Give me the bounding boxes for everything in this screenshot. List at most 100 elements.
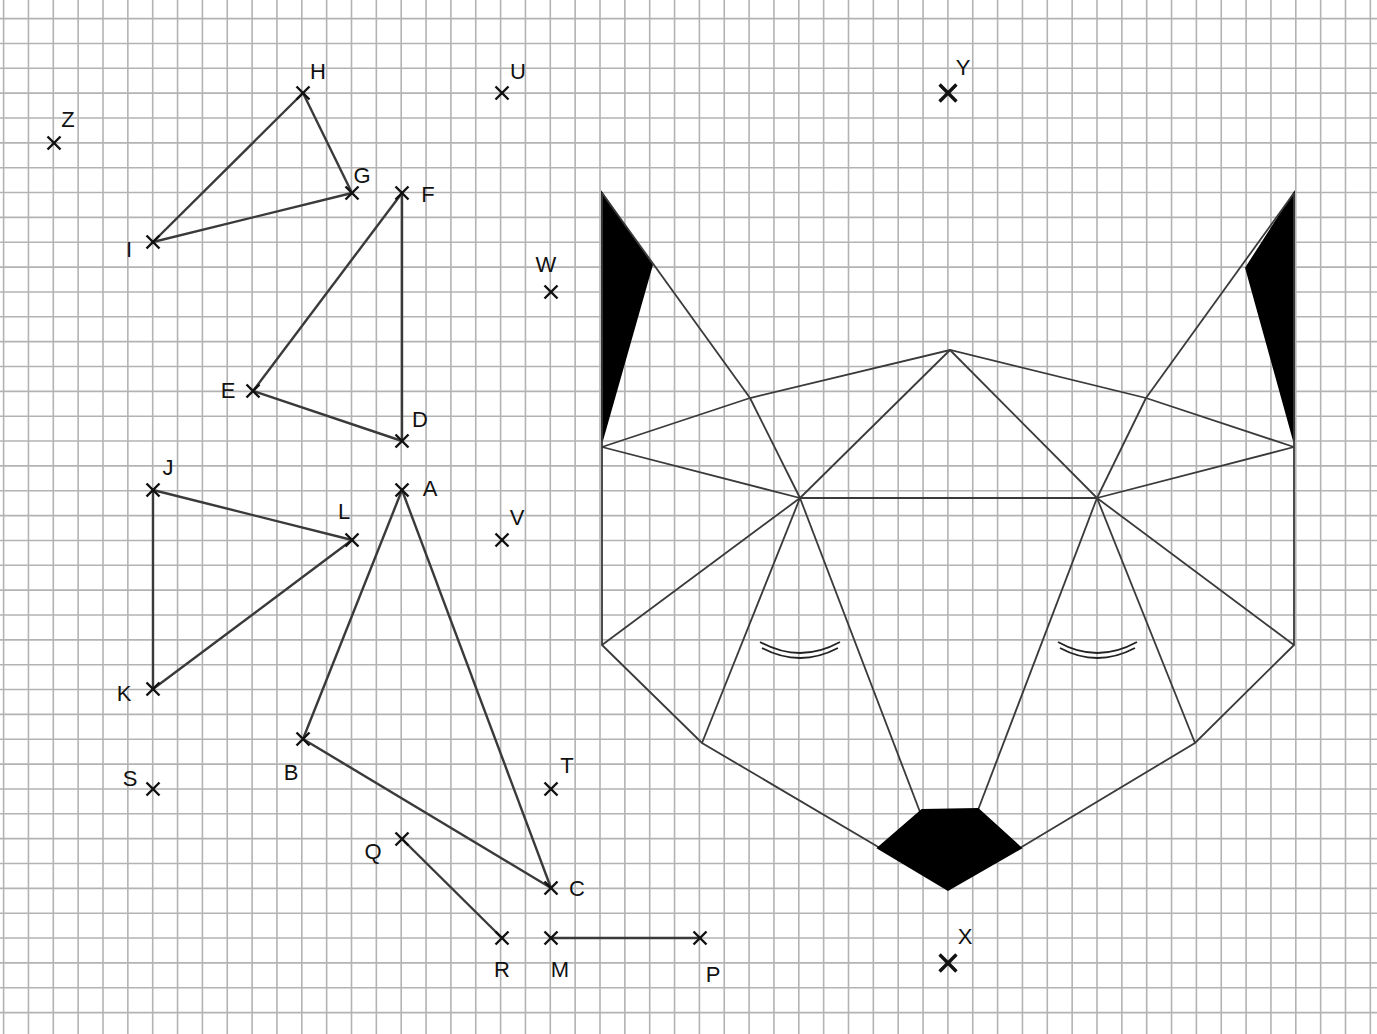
point-label: H bbox=[310, 61, 326, 83]
grid-line bbox=[0, 68, 1377, 70]
segment bbox=[253, 391, 402, 441]
point-label: Y bbox=[956, 57, 971, 79]
grid-line bbox=[0, 888, 1377, 890]
point-cross bbox=[940, 955, 957, 972]
segment bbox=[153, 490, 352, 540]
grid-line bbox=[1270, 0, 1272, 1034]
grid-line bbox=[0, 937, 1377, 939]
grid-line bbox=[226, 0, 228, 1034]
segment bbox=[551, 937, 700, 939]
grid-line bbox=[0, 515, 1377, 517]
grid-line bbox=[873, 0, 875, 1034]
point-cross bbox=[545, 783, 558, 796]
grid-line bbox=[0, 167, 1377, 169]
point-cross bbox=[545, 286, 558, 299]
point-cross bbox=[346, 187, 359, 200]
grid-line bbox=[798, 0, 800, 1034]
grid-line bbox=[0, 987, 1377, 989]
point-cross bbox=[396, 833, 409, 846]
point-label: V bbox=[510, 507, 525, 529]
point-label: M bbox=[551, 959, 569, 981]
grid-line bbox=[0, 639, 1377, 641]
point-cross bbox=[396, 187, 409, 200]
grid-line bbox=[748, 0, 750, 1034]
grid-line bbox=[202, 0, 204, 1034]
grid-line bbox=[0, 440, 1377, 442]
grid-line bbox=[400, 0, 402, 1034]
point-label: I bbox=[126, 239, 132, 261]
point-label: S bbox=[123, 768, 138, 790]
grid-line bbox=[0, 863, 1377, 865]
grid-line bbox=[425, 0, 427, 1034]
grid-line bbox=[997, 0, 999, 1034]
grid-line bbox=[52, 0, 54, 1034]
grid-line bbox=[1345, 0, 1347, 1034]
grid-line bbox=[0, 664, 1377, 666]
segment bbox=[152, 490, 154, 689]
point-cross bbox=[247, 385, 260, 398]
grid-line bbox=[0, 540, 1377, 542]
grid-line bbox=[3, 0, 5, 1034]
grid-line bbox=[0, 192, 1377, 194]
grid-line bbox=[0, 714, 1377, 716]
grid-line bbox=[0, 217, 1377, 219]
point-label: Z bbox=[61, 109, 74, 131]
grid-line bbox=[0, 465, 1377, 467]
grid-line bbox=[0, 117, 1377, 119]
grid-line bbox=[177, 0, 179, 1034]
grid-line bbox=[500, 0, 502, 1034]
segment bbox=[303, 739, 551, 888]
point-label: K bbox=[117, 683, 132, 705]
point-cross bbox=[940, 85, 957, 102]
grid-line bbox=[28, 0, 30, 1034]
grid-line bbox=[276, 0, 278, 1034]
grid-line bbox=[326, 0, 328, 1034]
grid-line bbox=[0, 341, 1377, 343]
grid-line bbox=[102, 0, 104, 1034]
point-label: P bbox=[706, 964, 721, 986]
grid-line bbox=[848, 0, 850, 1034]
grid-line bbox=[0, 564, 1377, 566]
grid-line bbox=[0, 813, 1377, 815]
grid-line bbox=[0, 1012, 1377, 1014]
grid-line bbox=[0, 788, 1377, 790]
grid-line bbox=[723, 0, 725, 1034]
segment bbox=[402, 490, 551, 888]
point-cross bbox=[694, 932, 707, 945]
point-label: Q bbox=[364, 841, 381, 863]
grid-line bbox=[0, 142, 1377, 144]
point-cross bbox=[147, 484, 160, 497]
grid-line bbox=[1320, 0, 1322, 1034]
grid-line bbox=[699, 0, 701, 1034]
point-label: T bbox=[560, 755, 573, 777]
grid-line bbox=[0, 241, 1377, 243]
grid-line bbox=[549, 0, 551, 1034]
point-label: W bbox=[536, 254, 557, 276]
grid-line bbox=[475, 0, 477, 1034]
grid-line bbox=[0, 18, 1377, 20]
point-label: A bbox=[423, 478, 438, 500]
grid-line bbox=[0, 43, 1377, 45]
segments bbox=[153, 93, 700, 938]
point-label: C bbox=[569, 878, 585, 900]
grid-line bbox=[1245, 0, 1247, 1034]
grid-line bbox=[1146, 0, 1148, 1034]
point-crosses bbox=[48, 85, 957, 972]
grid-line bbox=[674, 0, 676, 1034]
grid-line bbox=[77, 0, 79, 1034]
point-cross bbox=[545, 932, 558, 945]
segment bbox=[253, 193, 402, 391]
point-label: G bbox=[353, 165, 370, 187]
point-label: R bbox=[494, 959, 510, 981]
point-label: L bbox=[338, 501, 350, 523]
grid-line bbox=[301, 0, 303, 1034]
grid-line bbox=[0, 912, 1377, 914]
point-label: D bbox=[412, 409, 428, 431]
grid-line bbox=[1370, 0, 1372, 1034]
grid-line bbox=[972, 0, 974, 1034]
grid-line bbox=[351, 0, 353, 1034]
grid-line bbox=[1196, 0, 1198, 1034]
grid-line bbox=[0, 738, 1377, 740]
grid-line bbox=[0, 391, 1377, 393]
